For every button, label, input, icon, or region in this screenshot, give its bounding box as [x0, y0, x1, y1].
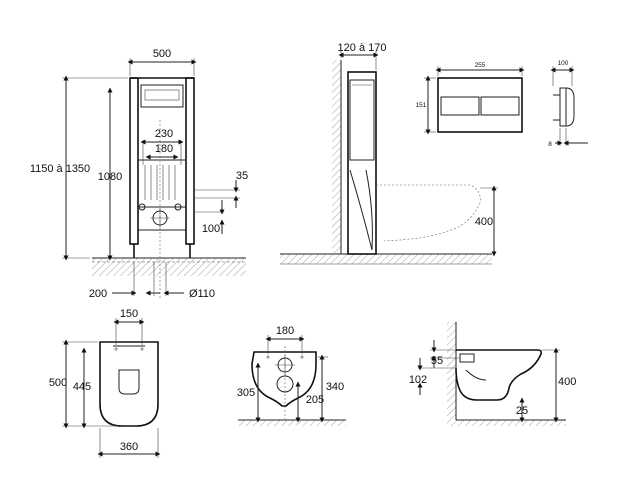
bowl-hole-spacing-label: 150: [120, 308, 138, 320]
side-outlet-height-label: 102: [409, 374, 427, 386]
bowl-width-label: 360: [120, 441, 138, 453]
frame-total-height-label: 1150 à 1350: [30, 163, 90, 175]
frame-outlet-height-label: 100: [202, 223, 220, 235]
plate-width-label: 255: [475, 62, 486, 69]
side-outlet-offset-label: 25: [516, 405, 528, 417]
flush-plate-side: 100 8: [548, 60, 588, 148]
back-outlet-height-label: 205: [306, 394, 324, 406]
frame-front-view: 500 1150 à 1350 1080 230 180 35 100 200: [30, 48, 248, 300]
frame-top-offset-label: 35: [236, 170, 248, 182]
side-bowl-height-label: 400: [475, 216, 493, 228]
side-depth-label: 120 à 170: [338, 42, 387, 54]
back-hole-spacing-label: 180: [276, 325, 294, 337]
frame-width-label: 500: [153, 48, 171, 60]
frame-height-label: 1080: [98, 171, 122, 183]
flush-plate-front: 255 151: [416, 62, 525, 135]
frame-pipe-diameter-label: Ø110: [189, 288, 215, 300]
back-left-height-label: 305: [237, 387, 255, 399]
side-top-offset-label: 55: [431, 355, 443, 367]
plate-thickness-label: 8: [548, 141, 552, 148]
back-right-height-label: 340: [326, 381, 344, 393]
bowl-back-view: 180 305 340 205: [237, 325, 346, 426]
bowl-seat-length-label: 445: [73, 381, 91, 393]
side-height-label: 400: [558, 376, 576, 388]
frame-spacing-inner-label: 180: [155, 143, 173, 155]
plate-height-label: 151: [416, 102, 427, 109]
frame-floor-offset-label: 200: [89, 288, 107, 300]
frame-spacing-outer-label: 230: [155, 128, 173, 140]
bowl-length-label: 500: [49, 377, 67, 389]
bowl-side-view: 55 102 400 25: [409, 322, 576, 426]
plate-side-width-label: 100: [558, 60, 569, 67]
bowl-top-view: 150 500 445 360: [49, 308, 161, 458]
frame-side-view: 120 à 170 400: [280, 42, 498, 265]
